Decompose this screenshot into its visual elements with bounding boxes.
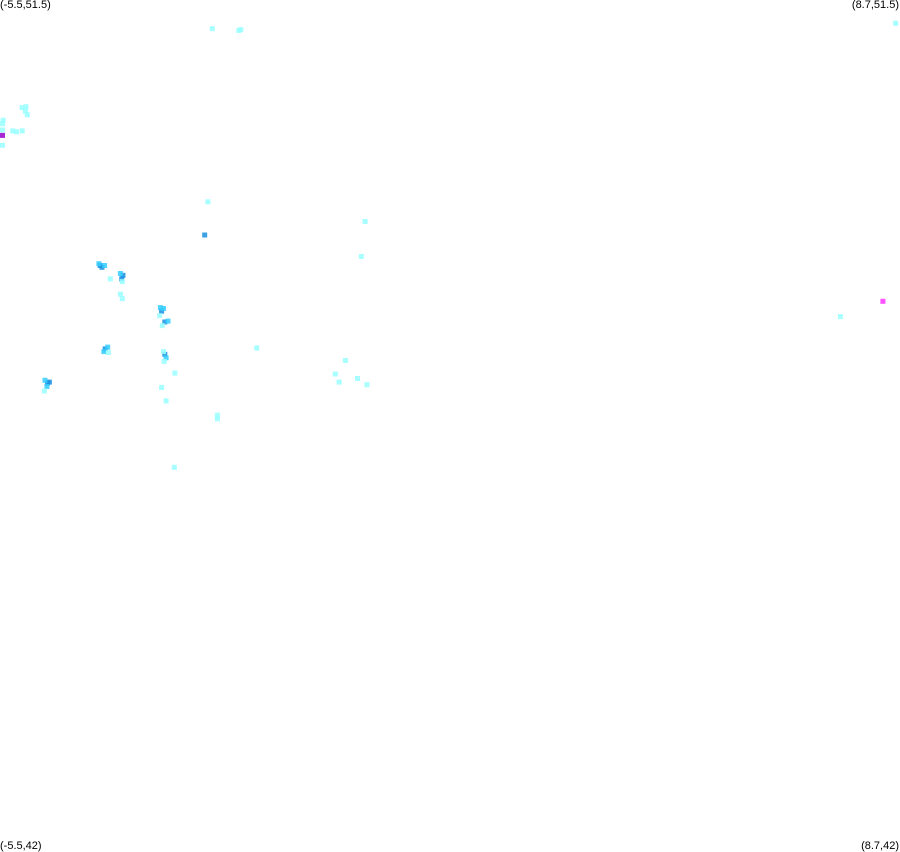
data-point-17 bbox=[202, 232, 208, 238]
data-point-37 bbox=[159, 323, 165, 329]
data-point-6 bbox=[22, 108, 28, 114]
data-point-64 bbox=[171, 464, 177, 470]
data-point-42 bbox=[101, 349, 107, 355]
data-point-28 bbox=[119, 279, 125, 285]
data-point-24 bbox=[107, 276, 113, 282]
data-point-56 bbox=[163, 398, 169, 404]
data-point-39 bbox=[880, 298, 886, 304]
data-point-35 bbox=[162, 319, 168, 325]
data-point-25 bbox=[120, 272, 126, 278]
data-point-48 bbox=[254, 345, 260, 351]
data-point-9 bbox=[0, 121, 5, 127]
data-point-3 bbox=[893, 20, 899, 26]
data-point-27 bbox=[117, 271, 123, 276]
data-point-46 bbox=[161, 349, 166, 355]
data-point-5 bbox=[23, 104, 29, 110]
data-point-38 bbox=[837, 314, 843, 320]
corner-label-top-right: (8.7,51.5) bbox=[851, 0, 899, 11]
data-point-62 bbox=[214, 412, 220, 418]
data-point-47 bbox=[161, 358, 167, 364]
data-point-18 bbox=[362, 219, 368, 224]
data-point-10 bbox=[10, 128, 16, 134]
data-point-41 bbox=[105, 344, 111, 350]
data-point-14 bbox=[0, 132, 5, 138]
data-point-49 bbox=[172, 370, 178, 376]
data-point-58 bbox=[332, 371, 338, 377]
data-point-22 bbox=[96, 261, 102, 267]
data-point-54 bbox=[41, 388, 47, 394]
data-point-32 bbox=[157, 305, 163, 311]
data-point-11 bbox=[14, 129, 19, 135]
points-layer bbox=[0, 20, 899, 470]
data-point-15 bbox=[0, 142, 5, 148]
data-point-57 bbox=[342, 358, 348, 363]
data-point-2 bbox=[238, 27, 244, 33]
data-point-29 bbox=[117, 291, 123, 297]
data-point-31 bbox=[159, 308, 165, 314]
data-point-4 bbox=[19, 105, 25, 111]
data-point-30 bbox=[119, 296, 125, 302]
corner-label-bottom-right: (8.7,42) bbox=[861, 840, 899, 852]
data-point-63 bbox=[214, 416, 220, 422]
data-point-0 bbox=[209, 26, 215, 32]
data-point-45 bbox=[163, 355, 169, 361]
data-point-12 bbox=[19, 128, 25, 134]
data-point-43 bbox=[105, 350, 111, 355]
data-point-53 bbox=[44, 384, 50, 389]
data-point-34 bbox=[157, 313, 163, 319]
data-point-61 bbox=[355, 376, 360, 381]
data-point-26 bbox=[119, 276, 125, 282]
data-point-36 bbox=[165, 318, 171, 324]
data-point-33 bbox=[161, 306, 166, 311]
data-point-44 bbox=[162, 351, 168, 357]
data-point-23 bbox=[102, 263, 108, 268]
corner-label-top-left: (-5.5,51.5) bbox=[0, 0, 51, 11]
corner-label-bottom-left: (-5.5,42) bbox=[0, 840, 42, 852]
data-point-19 bbox=[358, 254, 364, 259]
data-point-7 bbox=[24, 112, 30, 118]
data-point-16 bbox=[205, 199, 211, 205]
data-point-8 bbox=[0, 117, 6, 123]
data-point-55 bbox=[159, 384, 165, 390]
data-point-59 bbox=[336, 379, 342, 385]
data-point-60 bbox=[364, 382, 370, 388]
data-point-52 bbox=[42, 377, 48, 383]
data-point-51 bbox=[46, 379, 52, 385]
data-point-13 bbox=[0, 127, 5, 133]
data-point-21 bbox=[99, 264, 105, 270]
